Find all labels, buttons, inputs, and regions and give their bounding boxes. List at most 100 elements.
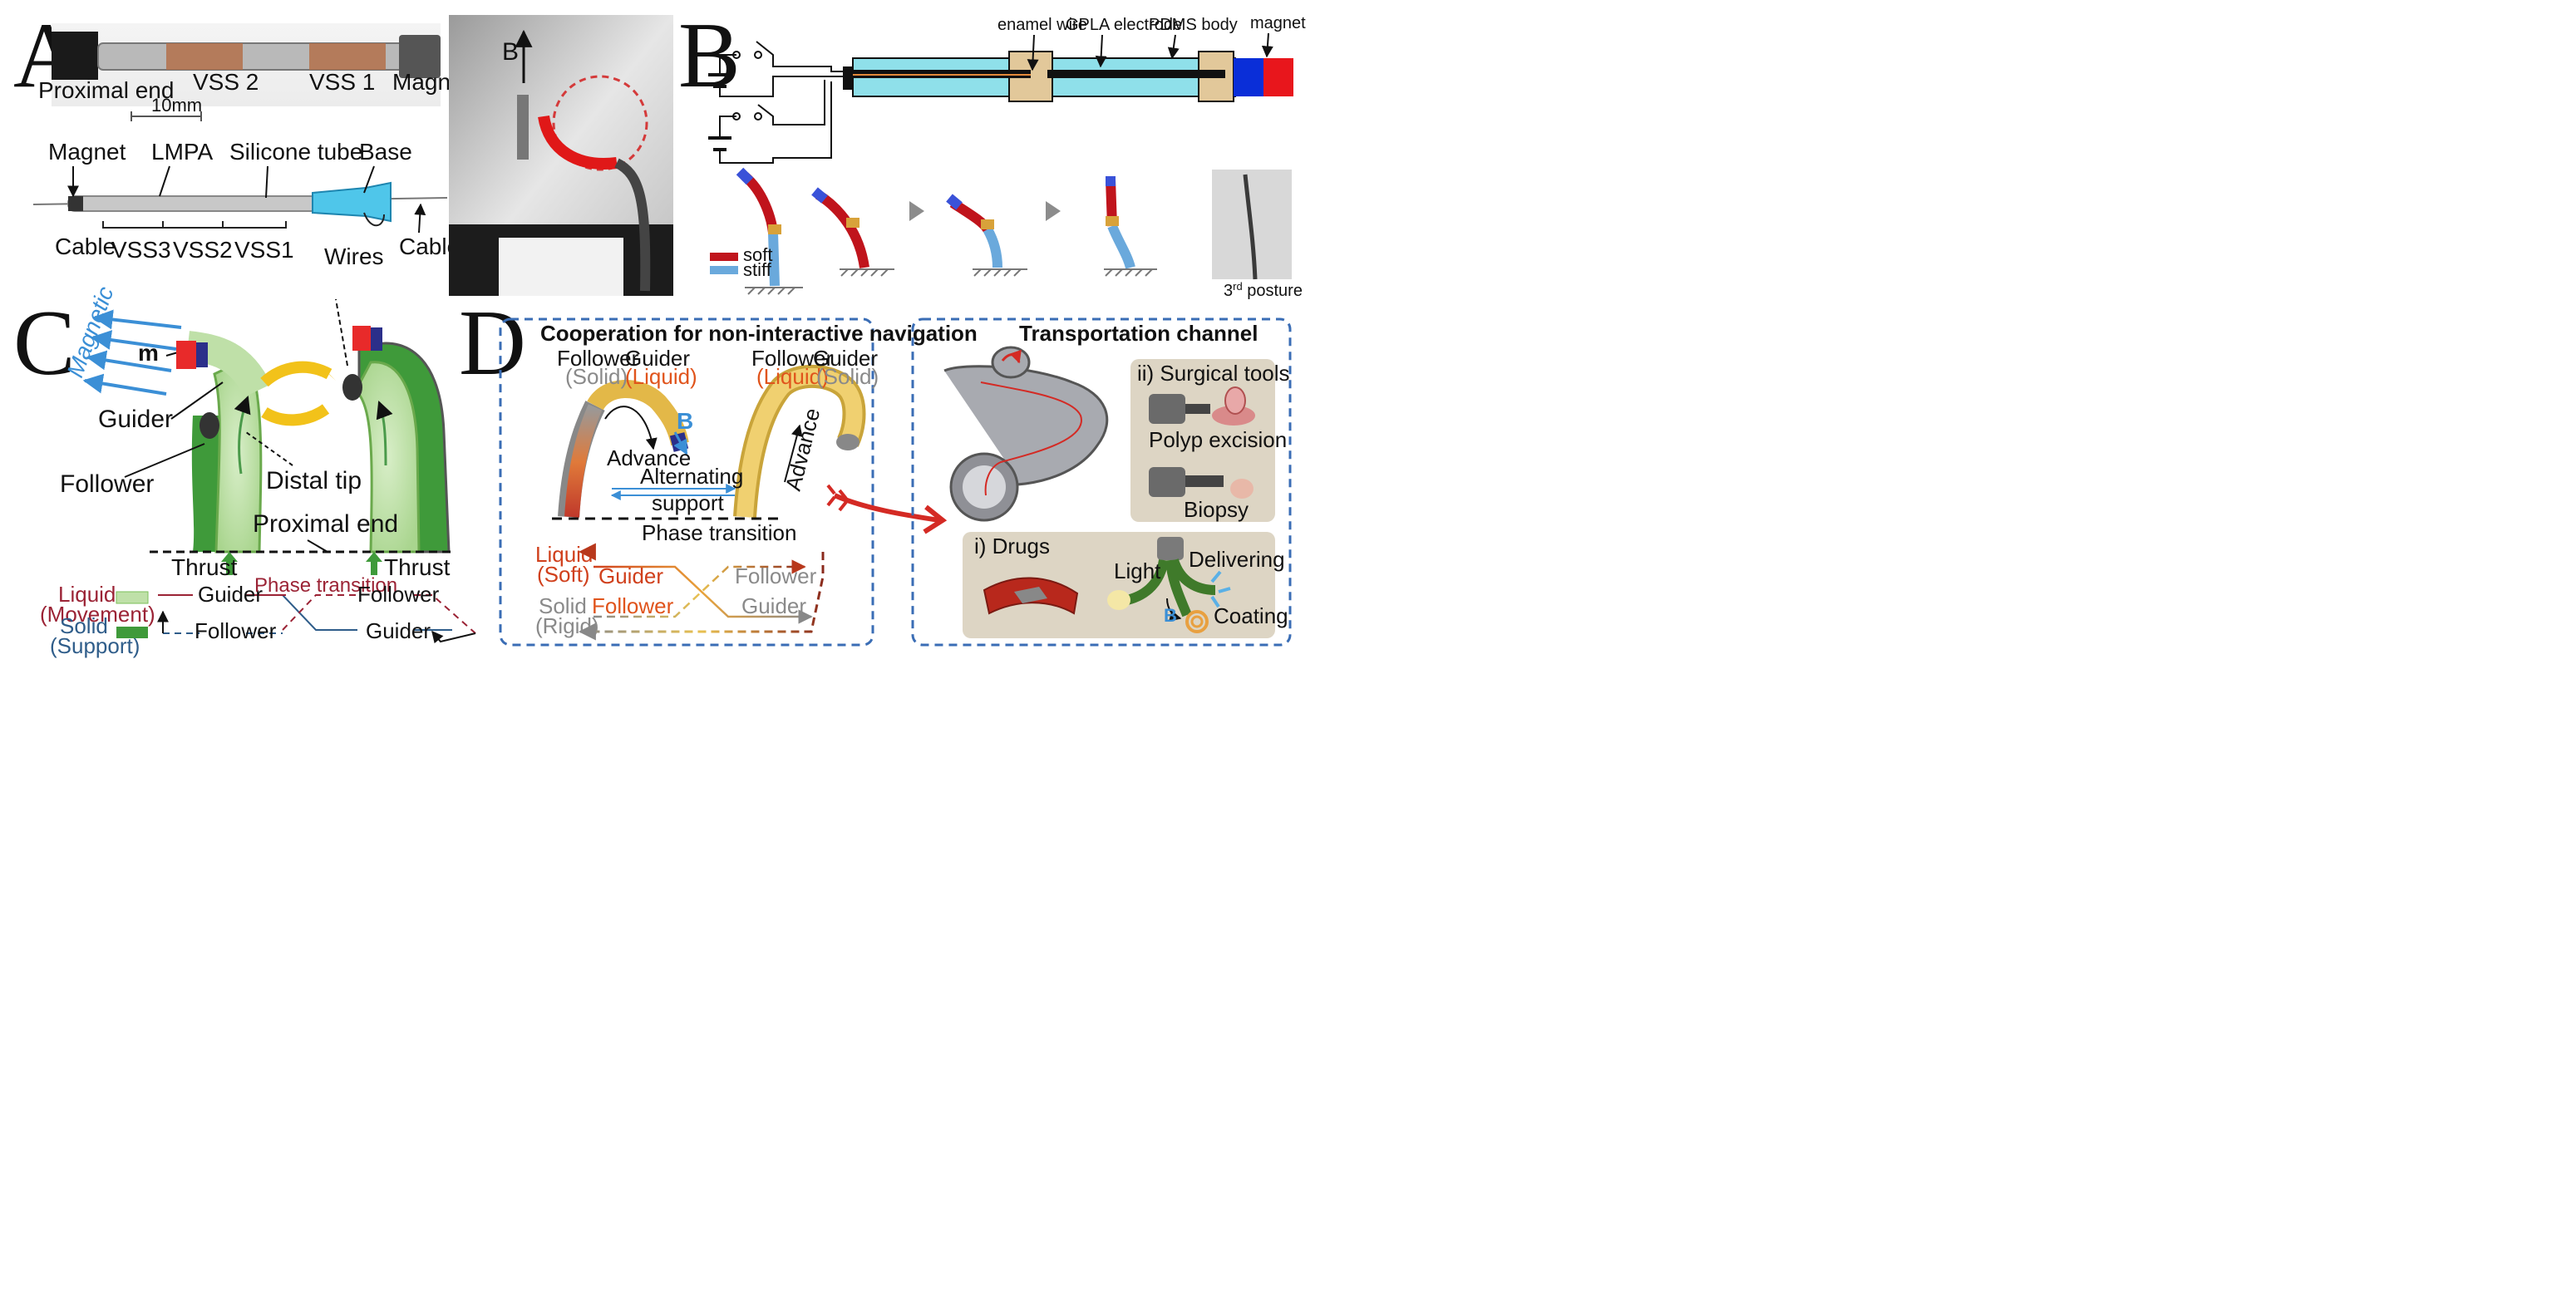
coating-spiral-inner (1190, 615, 1204, 628)
arrow-magnet-b (1261, 32, 1273, 58)
channel-top-loop (991, 346, 1031, 379)
device-end-cap (843, 66, 855, 90)
tool-shaft-1 (1185, 404, 1210, 414)
seq-follower-a: Follower (592, 593, 674, 618)
label-solid-c: Solid (60, 613, 108, 638)
seq-guider-b: Guider (741, 593, 806, 618)
label-cable-left: Cable (55, 234, 116, 259)
label-vss-2: VSS 2 (193, 69, 259, 95)
dashed-axis-right (335, 298, 348, 367)
magnet-red (1263, 58, 1293, 96)
legend-stiff-swatch (710, 266, 738, 274)
seq-follower-line (594, 559, 806, 618)
label-liquid-c: Liquid (58, 582, 116, 607)
label-b-d: B (677, 408, 693, 434)
swap-arrow-bottom (261, 404, 330, 426)
vss1-segment (309, 43, 386, 70)
bottom-magnet (68, 196, 83, 211)
seq-follower-b: Follower (735, 563, 817, 588)
pointer-follower (124, 443, 205, 478)
posture-photo-catheter (1243, 174, 1258, 280)
bending-stem (517, 95, 529, 160)
seq-end-arrow (431, 630, 476, 644)
arrow-gpla (1095, 34, 1107, 68)
catheter-branch-coat (1165, 559, 1192, 617)
advance-arrow-d-left (604, 406, 658, 450)
pointer-guider (170, 381, 224, 420)
label-rigid-row: (Rigid) (535, 613, 599, 638)
label-alternating: Alternating (640, 464, 743, 489)
arrow-lmpa (159, 165, 170, 197)
connector-arrow-head (923, 504, 948, 534)
advance-arrow-right (376, 401, 393, 466)
gpla-electrode-2 (1047, 70, 1225, 78)
channel-path-arrow (1001, 349, 1022, 364)
silicone-tube (67, 195, 318, 212)
label-biopsy: Biopsy (1184, 497, 1249, 522)
legend-soft-swatch (710, 253, 738, 261)
follower-core-right (736, 368, 863, 518)
coating-bend-arrow (1166, 598, 1182, 622)
label-solid-d-left: (Solid) (565, 364, 628, 389)
label-follower: Follower (60, 470, 154, 498)
label-thrust-left: Thrust (171, 554, 238, 580)
label-thrust-right: Thrust (384, 554, 451, 580)
seq-guider-a: Guider (598, 563, 663, 588)
arrow-silicone (265, 165, 268, 199)
tool-cylinder-2 (1149, 467, 1185, 497)
label-coating: Coating (1214, 603, 1288, 628)
label-magnet-b: magnet (1250, 14, 1306, 32)
label-b-drugs: B (1164, 605, 1177, 626)
label-magnet-bottom: Magnet (48, 139, 126, 165)
distal-tip-left (199, 412, 219, 439)
panel-letter-d: D (459, 292, 526, 395)
polyp-base (1212, 406, 1255, 426)
channel-path (980, 381, 1082, 496)
proximal-end-cap (52, 32, 98, 80)
label-field-b: B (502, 38, 519, 66)
b-arrow-d (673, 431, 688, 455)
label-distal-tip: Distal tip (266, 467, 362, 494)
label-phase-transition-d: Phase transition (642, 520, 796, 545)
seq-follower-path (282, 594, 476, 634)
label-liquid-d-right: (Liquid) (756, 364, 829, 389)
swap-arrow-top (260, 361, 332, 387)
solid-swatch (116, 627, 148, 638)
biopsy-tissue (1230, 479, 1254, 499)
reference-circle (552, 75, 648, 171)
label-polyp-excision: Polyp excision (1149, 427, 1287, 452)
advance-arrow-left (234, 396, 251, 475)
guider-tube-left (587, 380, 689, 446)
label-pdms-body: PDMS body (1149, 16, 1238, 34)
guider-tip-right (836, 434, 859, 450)
label-follower-d-right: Follower (751, 346, 834, 371)
arrow-pdms (1167, 34, 1180, 60)
liquid-swatch (116, 591, 149, 604)
panel-a: A Proximal end VSS 2 VSS 1 Magnet 10mm M… (13, 4, 673, 296)
panel-d: D Cooperation for non-interactive naviga… (459, 292, 1292, 647)
tip-magnet (399, 35, 441, 78)
catheter-head (1157, 537, 1184, 560)
pointer-distal-tip (245, 431, 293, 466)
coating-spiral (1185, 610, 1209, 633)
seq-guider-bottom: Guider (366, 618, 431, 643)
label-drugs: i) Drugs (974, 534, 1050, 558)
label-support-d: support (652, 490, 724, 515)
label-advance-d-left: Advance (607, 445, 691, 470)
label-delivering: Delivering (1189, 547, 1285, 572)
tool-shaft-2 (1185, 475, 1224, 487)
base-connector (312, 181, 392, 223)
panel-b: B enamel wire GPLA electrode PDMS body m… (678, 4, 1306, 300)
guider-magnet-red (176, 341, 196, 369)
thrust-arrow-left (221, 552, 238, 575)
label-soft-row: (Soft) (537, 562, 590, 587)
label-scale: 10mm (151, 95, 202, 116)
label-guider-d-right: Guider (813, 346, 878, 371)
arrow-cable-right (414, 203, 426, 234)
label-vss1-bottom: VSS1 (234, 237, 294, 263)
arrow-base (363, 165, 375, 194)
label-enamel-wire: enamel wire (997, 16, 1087, 34)
label-light: Light (1114, 558, 1161, 583)
label-vss2-bottom: VSS2 (173, 237, 233, 263)
